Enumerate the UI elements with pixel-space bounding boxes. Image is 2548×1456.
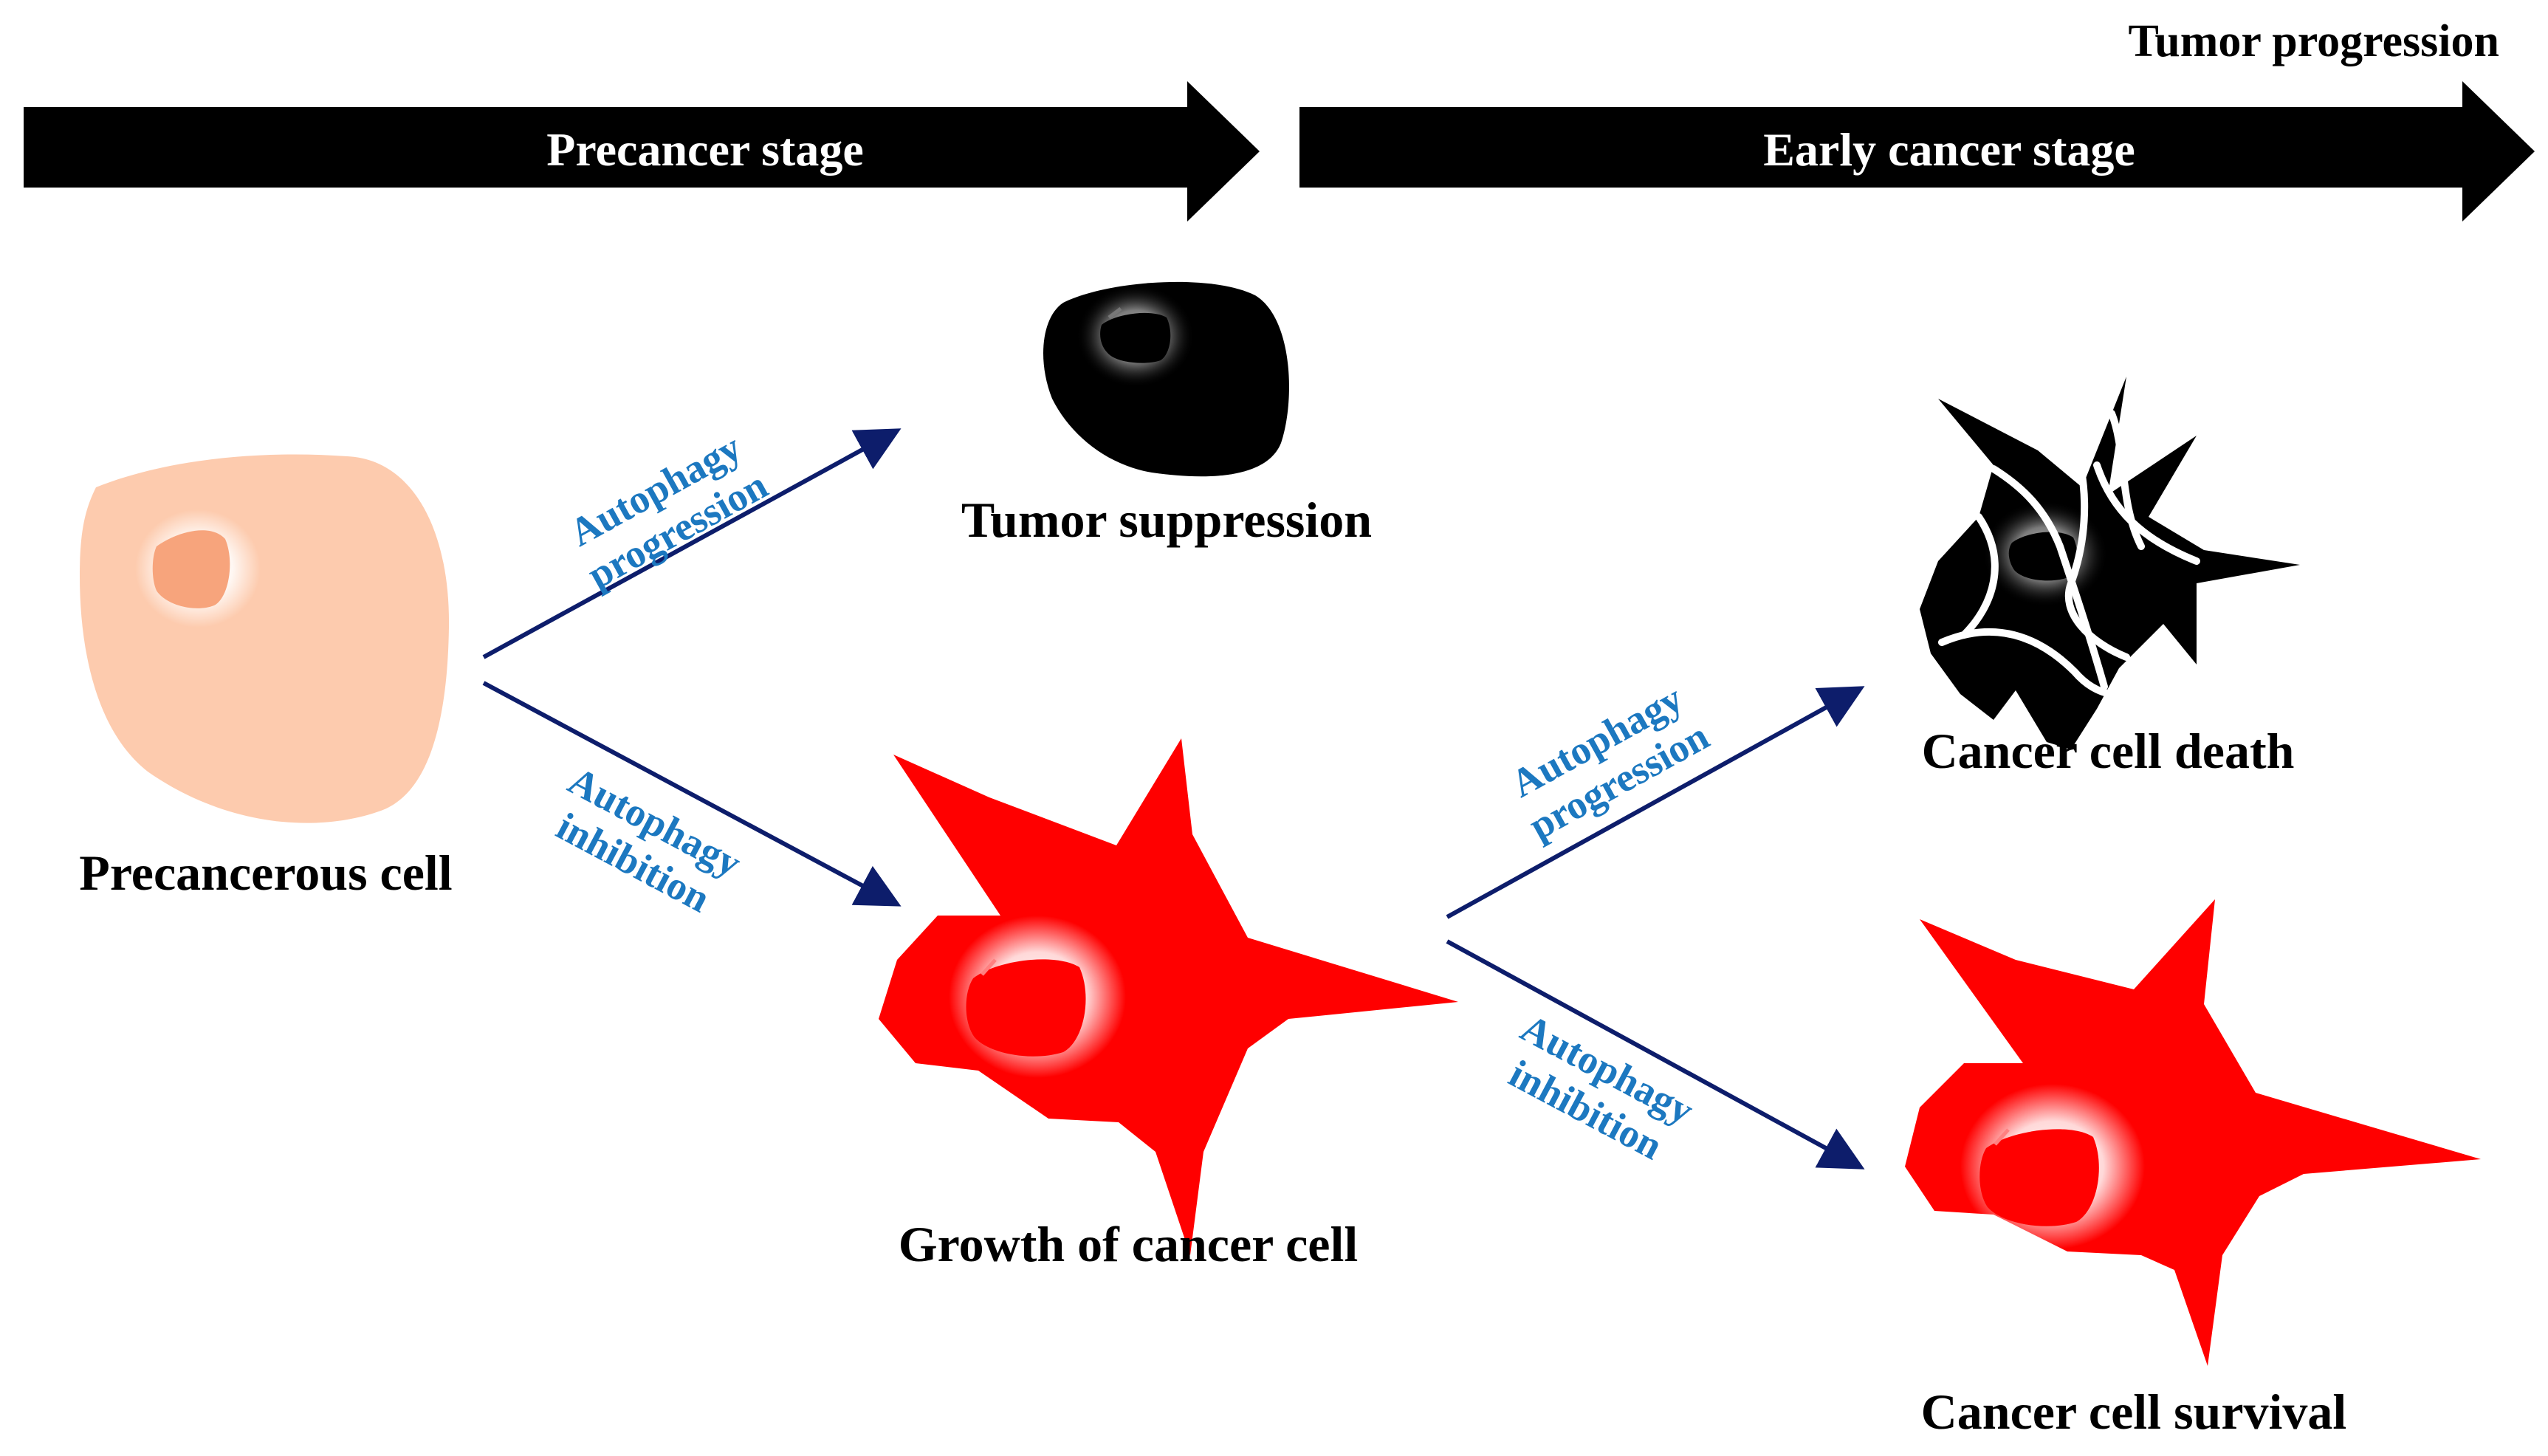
growth-cancer-cell-label: Growth of cancer cell bbox=[899, 1216, 1359, 1272]
cancer-cell-survival: Cancer cell survival bbox=[1905, 899, 2481, 1440]
edge-label-growth-to-death: Autophagy progression bbox=[1503, 676, 1716, 848]
arrow-growth-to-survival bbox=[1446, 939, 1865, 1170]
tumor-progression-title: Tumor progression bbox=[2129, 16, 2499, 66]
precancer-stage-arrow: Precancer stage bbox=[24, 81, 1260, 222]
arrow-precancer-to-suppression bbox=[482, 428, 902, 659]
arrow-growth-to-death bbox=[1446, 686, 1865, 919]
tumor-suppression-label: Tumor suppression bbox=[961, 492, 1372, 548]
precancerous-cell: Precancerous cell bbox=[79, 454, 453, 901]
cancer-cell-death-label: Cancer cell death bbox=[1922, 723, 2295, 779]
early-cancer-stage-label: Early cancer stage bbox=[1763, 123, 2135, 176]
edge-label-precancer-to-growth: Autophagy inhibition bbox=[549, 758, 748, 921]
growth-cancer-cell: Growth of cancer cell bbox=[879, 738, 1458, 1272]
cancer-cell-survival-label: Cancer cell survival bbox=[1921, 1384, 2347, 1440]
connector-arrows bbox=[482, 428, 1865, 1170]
precancerous-cell-label: Precancerous cell bbox=[79, 845, 452, 901]
tumor-suppression-cell: Tumor suppression bbox=[961, 281, 1372, 548]
edge-label-growth-to-survival: Autophagy inhibition bbox=[1502, 1006, 1700, 1168]
cancer-cell-death: Cancer cell death bbox=[1920, 377, 2300, 779]
arrow-precancer-to-growth bbox=[482, 681, 902, 907]
early-cancer-stage-arrow: Early cancer stage bbox=[1299, 81, 2535, 222]
precancer-stage-label: Precancer stage bbox=[546, 123, 863, 176]
edge-label-precancer-to-suppression: Autophagy progression bbox=[562, 425, 775, 597]
cell-fragmentation-lines bbox=[1938, 410, 2200, 699]
